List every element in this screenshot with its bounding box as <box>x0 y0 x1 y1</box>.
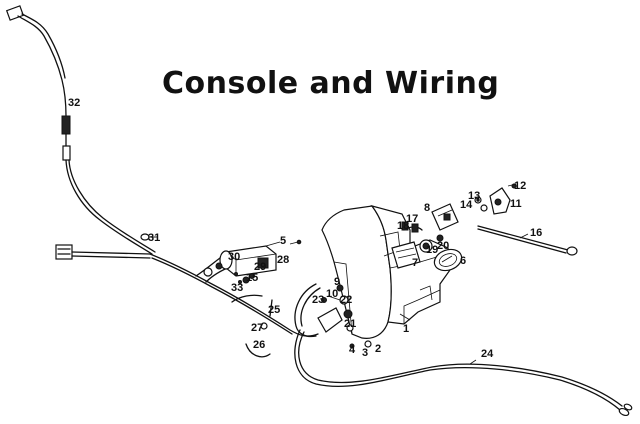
callout-29: 29 <box>254 261 266 273</box>
leader-lines <box>148 233 529 365</box>
gauge-6 <box>433 248 463 272</box>
callout-22: 22 <box>340 294 352 306</box>
callout-24: 24 <box>481 348 494 360</box>
fasteners <box>234 196 482 284</box>
mount-bracket <box>294 283 372 349</box>
callout-31: 31 <box>148 232 160 244</box>
callout-25: 25 <box>268 304 280 316</box>
wire-harness-32 <box>5 5 156 255</box>
callout-26: 26 <box>253 339 265 351</box>
callout-16: 16 <box>530 227 542 239</box>
callout-21: 21 <box>344 318 356 330</box>
callout-2: 2 <box>375 343 381 355</box>
callout-20: 20 <box>437 240 449 252</box>
lamp-11 <box>480 183 517 215</box>
callout-33: 33 <box>231 282 243 294</box>
callout-7: 7 <box>412 257 418 269</box>
callout-9: 9 <box>334 276 340 288</box>
callout-3: 3 <box>362 347 368 359</box>
callout-12: 12 <box>514 180 526 192</box>
callout-10: 10 <box>326 288 338 300</box>
cable-16 <box>477 225 578 256</box>
callout-1: 1 <box>403 323 409 335</box>
callout-28: 28 <box>277 254 289 266</box>
switch-assembly-28 <box>215 241 281 277</box>
callout-19: 19 <box>426 244 438 256</box>
switch-panel <box>391 221 444 269</box>
callout-18: 18 <box>397 220 409 232</box>
indicator-8 <box>431 203 459 231</box>
callout-labels: 1 2 3 4 5 6 7 8 9 10 11 12 13 14 15 16 1… <box>68 97 542 360</box>
callout-32: 32 <box>68 97 80 109</box>
callout-30: 30 <box>228 251 240 263</box>
callout-17: 17 <box>406 213 418 225</box>
clip-26 <box>245 299 273 358</box>
callout-23: 23 <box>312 294 324 306</box>
callout-13: 13 <box>468 190 480 202</box>
callout-6: 6 <box>460 255 466 267</box>
callout-27: 27 <box>251 322 263 334</box>
callout-14: 14 <box>460 199 473 211</box>
callout-4: 4 <box>349 344 356 356</box>
callout-15: 15 <box>246 272 258 284</box>
connector-31 <box>55 233 158 260</box>
callout-5: 5 <box>280 235 286 247</box>
diagram-title: Console and Wiring <box>162 66 500 101</box>
callout-8: 8 <box>424 202 430 214</box>
callout-11: 11 <box>510 198 522 210</box>
cable-24 <box>294 329 633 417</box>
